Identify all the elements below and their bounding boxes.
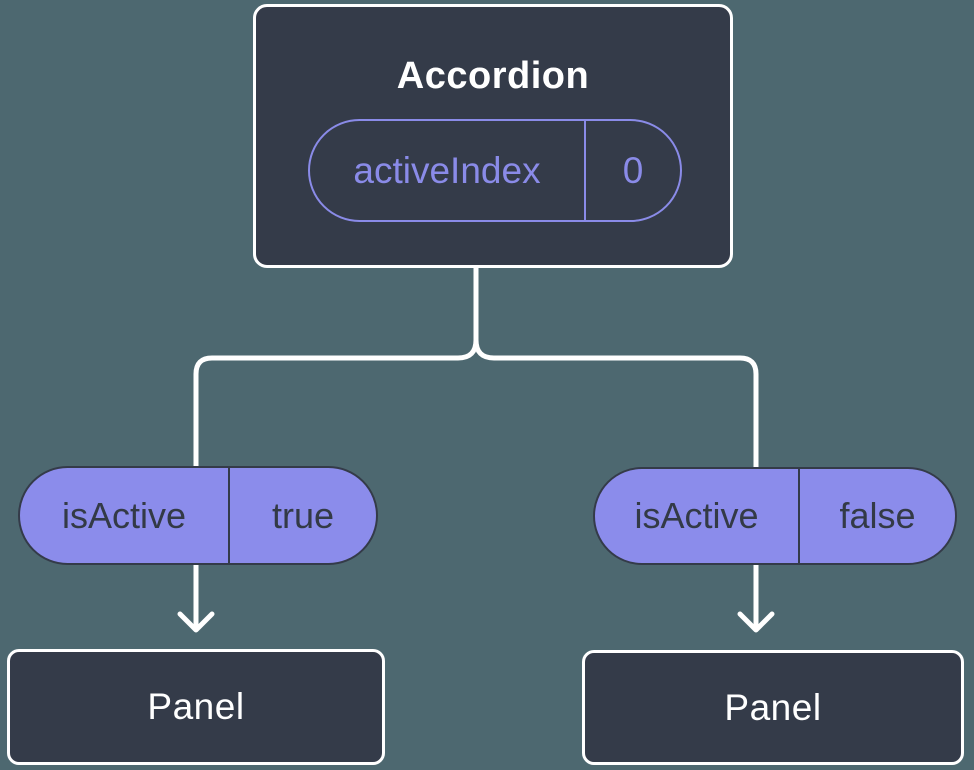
prop-pill-right: isActive false <box>593 467 957 565</box>
state-pill: activeIndex 0 <box>308 119 682 222</box>
connector-branch-right <box>473 263 759 470</box>
accordion-node-title: Accordion <box>396 55 590 97</box>
prop-pill-left: isActive true <box>18 466 378 565</box>
panel-node-right-title: Panel <box>724 686 822 728</box>
prop-pill-left-value: true <box>228 468 376 563</box>
down-arrow-right-icon <box>737 561 775 633</box>
state-pill-name: activeIndex <box>353 149 541 191</box>
accordion-node: Accordion activeIndex 0 <box>253 4 733 268</box>
panel-node-left: Panel <box>7 649 385 765</box>
panel-node-right: Panel <box>582 650 964 765</box>
down-arrow-left-icon <box>177 560 215 633</box>
prop-pill-right-name: isActive <box>634 495 759 536</box>
prop-pill-right-value: false <box>798 469 955 563</box>
panel-node-left-title: Panel <box>147 686 245 727</box>
connector-branch-left <box>193 263 479 470</box>
prop-pill-left-name: isActive <box>61 494 187 536</box>
state-pill-value: 0 <box>584 121 680 220</box>
